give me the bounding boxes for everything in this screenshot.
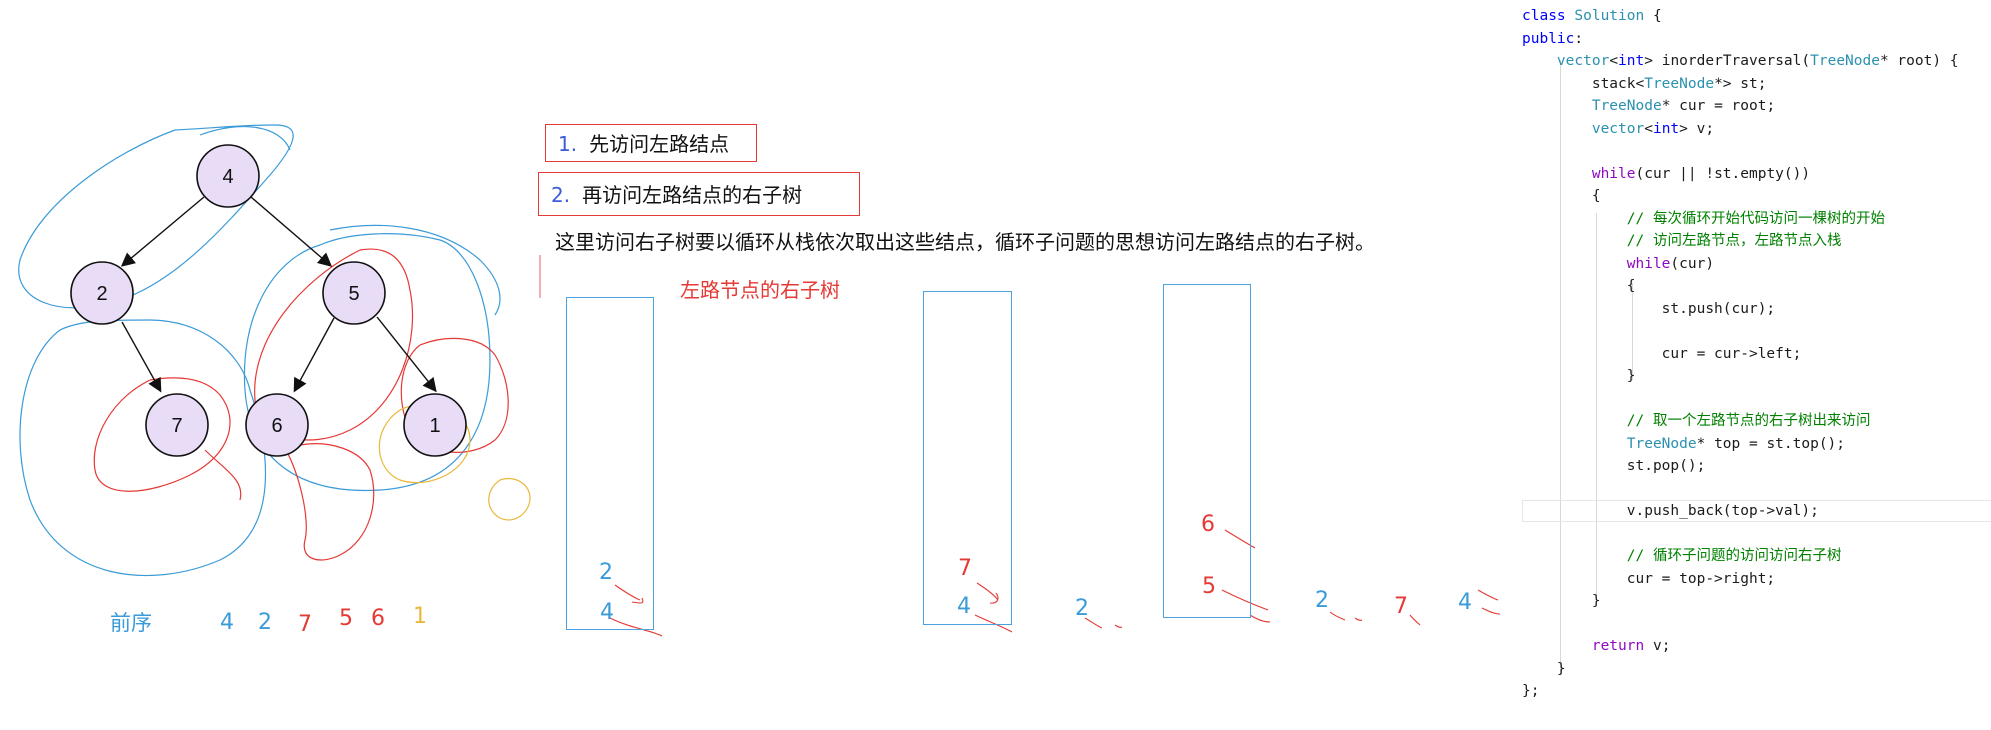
description-text: 这里访问右子树要以循环从栈依次取出这些结点，循环子问题的思想访问左路结点的右子树… [555,230,1375,254]
pen-tick-stack1-bottom [609,617,663,637]
step-1-text: 先访问左路结点 [589,132,730,156]
stack-1-item-top: 2 [599,560,613,585]
code-line: st.push(cur); [1522,300,1776,317]
code-line: } [1522,368,1636,384]
code-line: stack<TreeNode*> st; [1522,75,1767,92]
tree-node-5: 5 [322,261,386,325]
code-line: { [1522,278,1636,294]
preorder-item-5: 6 [371,606,385,631]
code-line: class Solution { [1522,8,1662,24]
red-scribble-5 [254,248,414,441]
output-between-2: 2 [1075,596,1089,621]
edge-5-1 [376,316,437,393]
code-line: // 取一个左路节点的右子树出来访问 [1626,413,1871,429]
pen-tick-stack2-top [976,582,999,604]
stack-2-item-top: 7 [958,556,972,581]
svg-text:5: 5 [348,283,359,305]
step-1-box: 1. 先访问左路结点 [545,124,757,162]
code-line: vector<int> inorderTraversal(TreeNode* r… [1556,53,1959,69]
red-scribble-6 [279,439,375,561]
edge-5-6 [293,317,335,393]
blue-loop-left-subtree [18,124,294,309]
svg-text:4: 4 [222,166,233,188]
code-line: } [1522,660,1566,677]
stack-3-item-top: 6 [1201,512,1215,537]
output-right-4: 4 [1458,590,1472,615]
tree-node-7: 7 [145,393,209,457]
tree-node-6: 6 [245,393,309,457]
code-line: v.push_back(top->val); [1522,503,1819,519]
preorder-item-1: 4 [220,610,234,635]
output-right-2: 2 [1315,588,1329,613]
code-line: public: [1522,30,1584,47]
stack-3 [1163,284,1251,618]
edge-4-5 [250,196,333,267]
step-1-number: 1. [558,132,578,156]
preorder-item-4: 5 [339,606,353,631]
svg-text:2: 2 [96,283,107,305]
code-line: return v; [1591,638,1671,654]
code-line: // 每次循环开始代码访问一棵树的开始 [1626,210,1885,227]
stack-2 [923,291,1012,625]
code-line: }; [1522,683,1540,699]
preorder-item-3: 7 [298,612,312,637]
code-line: { [1522,188,1601,204]
right-subtree-label: 左路节点的右子树 [680,278,840,302]
code-line: while(cur) [1626,255,1715,272]
code-line: // 循环子问题的访问访问右子树 [1626,548,1842,564]
blue-loop-bottom [19,319,266,577]
pen-tick-output-right [1329,589,1501,626]
code-panel: class Solution { public: vector<int> inor… [1512,0,1991,730]
code-line: TreeNode* cur = root; [1591,98,1776,114]
stack-1-item-bottom: 4 [600,600,614,625]
tree-node-1: 1 [403,393,467,457]
code-line: st.pop(); [1522,458,1706,474]
svg-text:7: 7 [171,415,182,437]
red-scribble-1 [400,337,509,453]
edge-4-2 [120,196,205,267]
step-2-box: 2. 再访问左路结点的右子树 [538,172,860,216]
output-right-7: 7 [1394,594,1408,619]
tree-node-2: 2 [70,261,134,325]
pen-tick-stack3-bottom [1221,589,1271,623]
blue-loop-right-subtree [243,233,491,492]
code-line: cur = top->right; [1522,570,1776,587]
code-line: TreeNode* top = st.top(); [1626,435,1846,452]
stack-1 [566,297,654,630]
svg-text:6: 6 [271,415,282,437]
edge-2-7 [121,321,162,393]
stack-3-item-bottom: 5 [1202,574,1216,599]
preorder-item-6: 1 [413,604,427,629]
code-line: vector<int> v; [1591,120,1715,137]
preorder-item-2: 2 [258,610,272,635]
step-2-number: 2. [551,183,571,207]
step-2-text: 再访问左路结点的右子树 [582,183,803,207]
preorder-label: 前序 [110,611,152,635]
yellow-scribble-1-small [488,478,531,521]
pen-tick-stack1-top [614,584,644,604]
code-line: while(cur || !st.empty()) [1591,165,1811,182]
code-line: // 访问左路节点，左路节点入栈 [1626,233,1842,249]
blue-loop-top [199,125,501,316]
tree-node-4: 4 [196,144,260,208]
code-line: } [1522,593,1601,609]
svg-text:1: 1 [429,415,440,437]
pen-tick-stack3-top [1224,529,1256,549]
stack-2-item-bottom: 4 [957,594,971,619]
red-scribble-7 [93,377,242,501]
code-line: cur = cur->left; [1522,345,1802,362]
pen-tick-output-2 [1084,617,1123,629]
